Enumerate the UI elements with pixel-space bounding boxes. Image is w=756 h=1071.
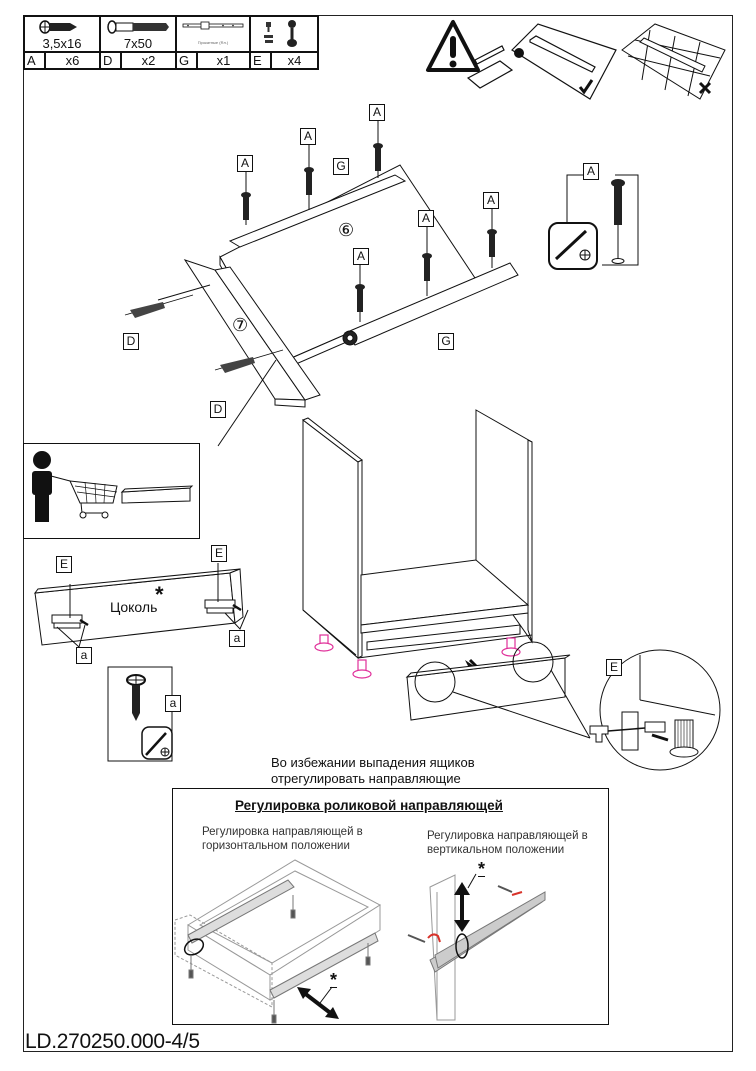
label-a: A <box>483 192 499 209</box>
phillips-screwdriver-icon <box>141 726 173 760</box>
label-g: G <box>438 333 454 350</box>
label-e: E <box>211 545 227 562</box>
screw-a-icon <box>241 165 251 225</box>
horizontal-caption-1: Регулировка направляющей в <box>202 826 363 838</box>
detail-e-leg-clip <box>589 649 721 771</box>
plinth-clip-left <box>51 614 89 629</box>
label-a: A <box>300 128 316 145</box>
screw-a-icon <box>487 208 497 268</box>
label-a: A <box>369 104 385 121</box>
horizontal-asterisk: * <box>330 970 338 990</box>
adjustment-title: Регулировка роликовой направляющей <box>235 798 503 813</box>
plinth-illustration <box>33 563 249 648</box>
part-qty: x6 <box>44 51 101 70</box>
plinth-asterisk: * <box>155 582 164 607</box>
label-g: G <box>333 158 349 175</box>
phillips-screwdriver-icon <box>548 222 598 270</box>
vertical-caption-2: вертикальном положении <box>427 844 565 856</box>
document-id: LD.270250.000-4/5 <box>25 1030 200 1053</box>
drawer-assembly-illustration <box>157 164 519 447</box>
screw-a-icon <box>373 118 383 178</box>
label-a: A <box>418 210 434 227</box>
hard-floor-wrong-icon <box>621 23 726 100</box>
warning-illustration <box>426 20 726 100</box>
part-number-7: ⑦ <box>232 315 249 335</box>
part-letter: A <box>23 51 46 70</box>
label-a-small: a <box>229 630 245 647</box>
short-screw-icon <box>39 20 77 34</box>
label-d: D <box>210 401 226 418</box>
part-cell-d: 7x50 <box>99 15 177 53</box>
drawer-horizontal-adjust-illustration <box>174 859 381 1024</box>
label-e: E <box>56 556 72 573</box>
plinth-title: Цоколь <box>110 599 158 615</box>
screw-d-icon <box>214 349 284 373</box>
adjustable-leg-icon <box>314 634 521 679</box>
cabinet-illustration <box>301 409 533 687</box>
adjust-point-ring <box>455 933 469 959</box>
label-a-small: a <box>76 647 92 664</box>
part-qty: x4 <box>270 51 319 70</box>
part-letter: E <box>249 51 272 70</box>
part-cell-e <box>249 15 319 53</box>
detail-small-a-callout <box>107 666 173 762</box>
screw-a-icon <box>304 140 314 210</box>
part-qty: x1 <box>196 51 251 70</box>
warning-triangle-icon <box>426 20 480 72</box>
adjust-point-ring <box>183 938 205 956</box>
confirmat-screw-icon <box>107 20 169 34</box>
part-size: 3,5x16 <box>42 36 82 51</box>
notice-line-1: Во избежании выпадения ящиков <box>271 755 475 770</box>
person-with-cart-icon <box>32 451 194 522</box>
detail-a-callout <box>548 174 639 270</box>
vertical-asterisk: * <box>478 859 486 879</box>
notice-line-2: отрегулировать направляющие <box>271 771 461 786</box>
part-cell-g: Прокатные (Rл.) <box>175 15 251 53</box>
part-size: 7x50 <box>123 36 153 51</box>
vertical-caption-1: Регулировка направляющей в <box>427 830 588 842</box>
soft-surface-correct-icon <box>511 23 617 100</box>
label-a: A <box>237 155 253 172</box>
part-letter: G <box>175 51 198 70</box>
plinth-board-icon <box>120 485 194 504</box>
label-a: A <box>353 248 369 265</box>
screw-d-icon <box>124 294 194 318</box>
vertical-double-arrow-icon <box>454 882 470 932</box>
detail-e-label: E <box>606 659 622 676</box>
open-box-icon <box>466 45 514 89</box>
drawer-runner-icon <box>182 21 244 30</box>
plinth-mounting-illustration <box>405 641 591 739</box>
part-caption: Прокатные (Rл.) <box>197 40 229 45</box>
plinth-clip-right <box>204 599 242 614</box>
part-cell-a: 3,5x16 <box>23 15 101 53</box>
detail-small-a-label: a <box>165 695 181 712</box>
part-letter: D <box>99 51 122 70</box>
runner-vertical-adjust-illustration <box>407 873 546 1021</box>
detail-circle-right <box>512 641 554 683</box>
label-d: D <box>123 333 139 350</box>
screw-a-icon <box>355 262 365 322</box>
runner-back <box>228 174 407 248</box>
parts-table: 3,5x16 7x50 Прокатные (Rл.) <box>23 15 319 70</box>
screw-a-icon <box>422 226 432 296</box>
horizontal-double-arrow-icon <box>297 987 339 1019</box>
detail-circle-left <box>414 661 456 703</box>
detail-a-label: A <box>583 163 599 180</box>
horizontal-caption-2: горизонтальном положении <box>202 840 350 852</box>
page-frame-top <box>23 15 733 16</box>
part-number-6: ⑥ <box>338 220 355 240</box>
part-qty: x2 <box>120 51 177 70</box>
plinth-clip-icon <box>264 20 297 47</box>
